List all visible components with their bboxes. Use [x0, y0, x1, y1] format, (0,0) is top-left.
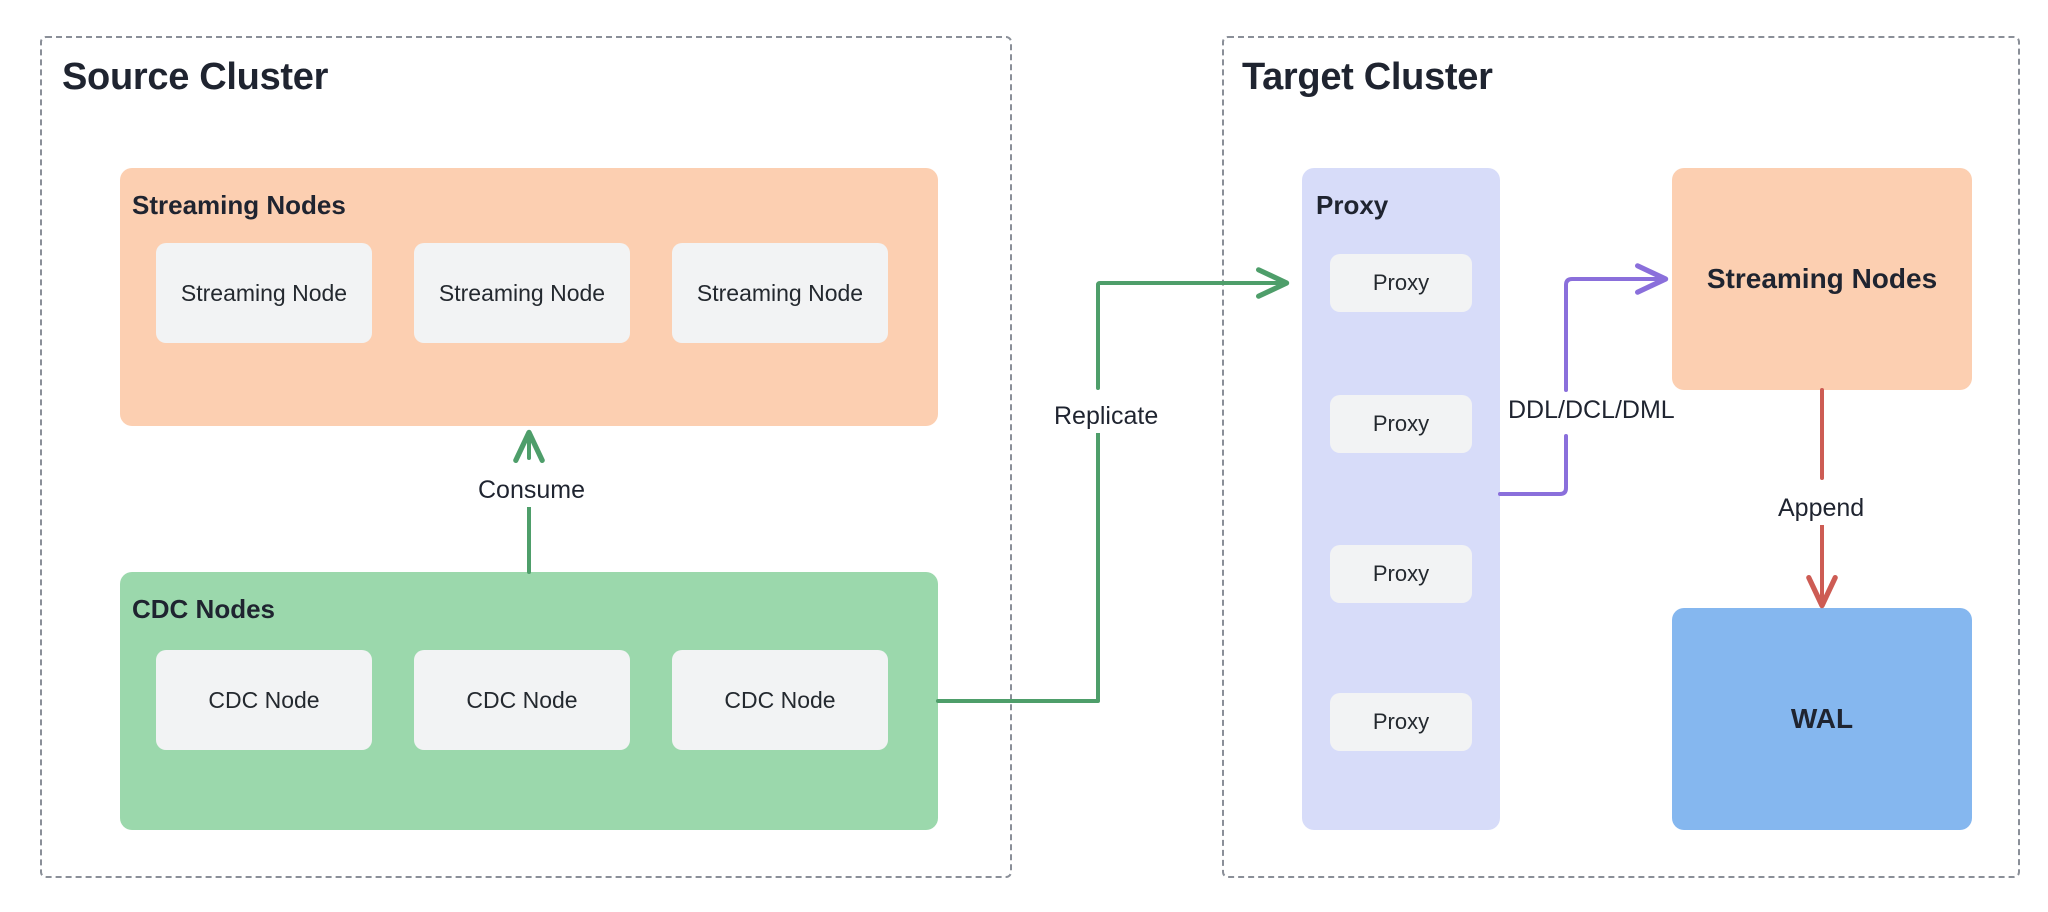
source-cdc-node-3[interactable]: CDC Node [672, 650, 888, 750]
edge-label-replicate: Replicate [1046, 400, 1167, 433]
edge-label-ddl-dcl-dml: DDL/DCL/DML [1500, 394, 1683, 427]
target-proxy-group-label: Proxy [1316, 190, 1389, 220]
source-cdc-nodes-group-label: CDC Nodes [132, 594, 276, 624]
target-proxy-node-2[interactable]: Proxy [1330, 395, 1472, 453]
target-cluster-frame [1222, 36, 2020, 878]
target-cluster-title: Target Cluster [1242, 56, 1493, 98]
source-streaming-node-3[interactable]: Streaming Node [672, 243, 888, 343]
source-cluster-title: Source Cluster [62, 56, 329, 98]
source-streaming-node-2[interactable]: Streaming Node [414, 243, 630, 343]
wal-box[interactable]: WAL [1672, 608, 1972, 830]
edge-label-append: Append [1770, 492, 1873, 525]
target-streaming-nodes-box[interactable]: Streaming Nodes [1672, 168, 1972, 390]
source-streaming-nodes-group-label: Streaming Nodes [132, 190, 346, 220]
target-proxy-node-4[interactable]: Proxy [1330, 693, 1472, 751]
source-cdc-node-1[interactable]: CDC Node [156, 650, 372, 750]
source-streaming-node-1[interactable]: Streaming Node [156, 243, 372, 343]
target-proxy-node-3[interactable]: Proxy [1330, 545, 1472, 603]
edge-label-consume: Consume [470, 474, 593, 507]
source-cdc-node-2[interactable]: CDC Node [414, 650, 630, 750]
target-proxy-node-1[interactable]: Proxy [1330, 254, 1472, 312]
